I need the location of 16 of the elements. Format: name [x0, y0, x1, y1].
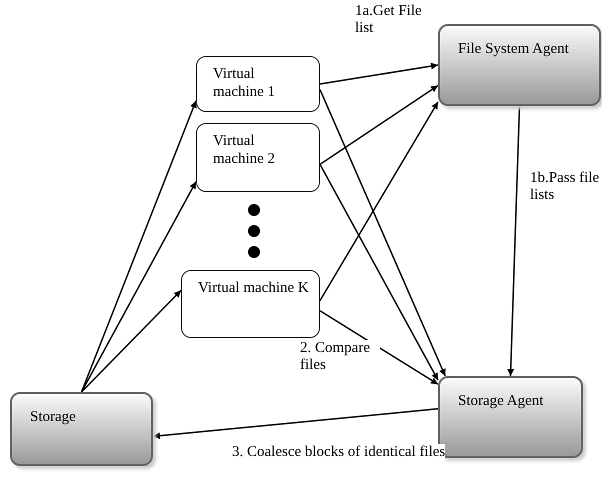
arrow	[319, 102, 439, 301]
process-box: Virtual machine 2	[196, 123, 320, 192]
arrow	[320, 62, 438, 85]
arrow	[319, 89, 446, 376]
agent-box: File System Agent	[438, 24, 601, 106]
arrow	[319, 164, 439, 380]
agent-box: Storage	[10, 392, 153, 466]
arrow	[80, 290, 182, 393]
arrow	[320, 310, 438, 385]
arrow	[507, 106, 520, 376]
process-box: Virtual machine K	[181, 270, 320, 338]
arrow	[80, 100, 197, 392]
arrow	[80, 181, 197, 392]
arrow	[320, 84, 438, 166]
arrow	[152, 408, 438, 440]
process-box: Virtual machine 1	[196, 56, 320, 112]
